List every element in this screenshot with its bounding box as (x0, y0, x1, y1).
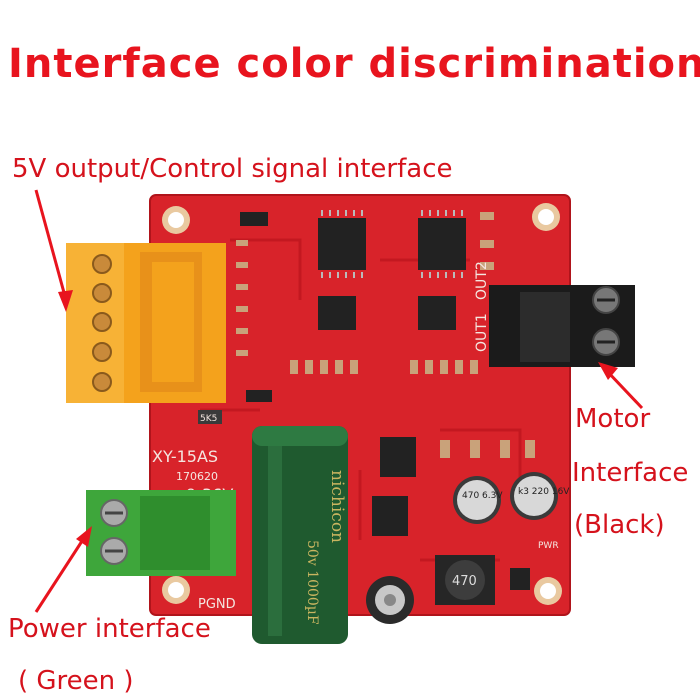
diode (510, 568, 530, 590)
small-capacitor-1-label: 470 6.3V (462, 491, 503, 501)
black-connector (489, 285, 635, 367)
fuse (198, 410, 222, 424)
inductor-label: 470 (452, 574, 477, 589)
inductor: 470 (435, 555, 495, 605)
small-capacitor-2-label: k3 220 16V (518, 487, 570, 497)
arrow-motor (604, 368, 644, 410)
green-connector (86, 490, 236, 576)
page-title: Interface color discrimination (8, 41, 700, 87)
board-pwr: PWR (538, 541, 559, 551)
main-capacitor: nichicon 50v 1000µF (252, 426, 348, 644)
board-model: XY-15AS (152, 447, 218, 466)
arrow-5v-head (58, 290, 73, 312)
board-out1: OUT1 (474, 313, 490, 352)
smd-components (236, 212, 535, 458)
label-motor-line2: Interface (572, 458, 689, 488)
small-capacitors: 470 6.3V k3 220 16V (366, 472, 570, 624)
fuse-label: 5K5 (200, 414, 217, 424)
board-out2: OUT2 (474, 261, 490, 300)
orange-connector (66, 243, 226, 403)
arrow-power-head (76, 526, 92, 547)
arrow-5v (34, 189, 68, 301)
label-power-line2: ( Green ) (18, 666, 134, 696)
label-5v-output: 5V output/Control signal interface (12, 154, 453, 184)
arrow-motor-head (598, 362, 618, 380)
arrow-power (34, 537, 86, 613)
board-date: 170620 (176, 470, 218, 483)
ic-chips (240, 212, 466, 536)
main-capacitor-brand: nichicon (327, 470, 347, 543)
main-capacitor-value: 50v 1000µF (304, 540, 320, 625)
board-pgnd: PGND (198, 597, 236, 612)
label-power-line1: Power interface (8, 614, 211, 644)
annotation-arrows (34, 189, 644, 613)
label-motor-line1: Motor (575, 404, 651, 434)
label-motor-line3: (Black) (574, 510, 665, 540)
